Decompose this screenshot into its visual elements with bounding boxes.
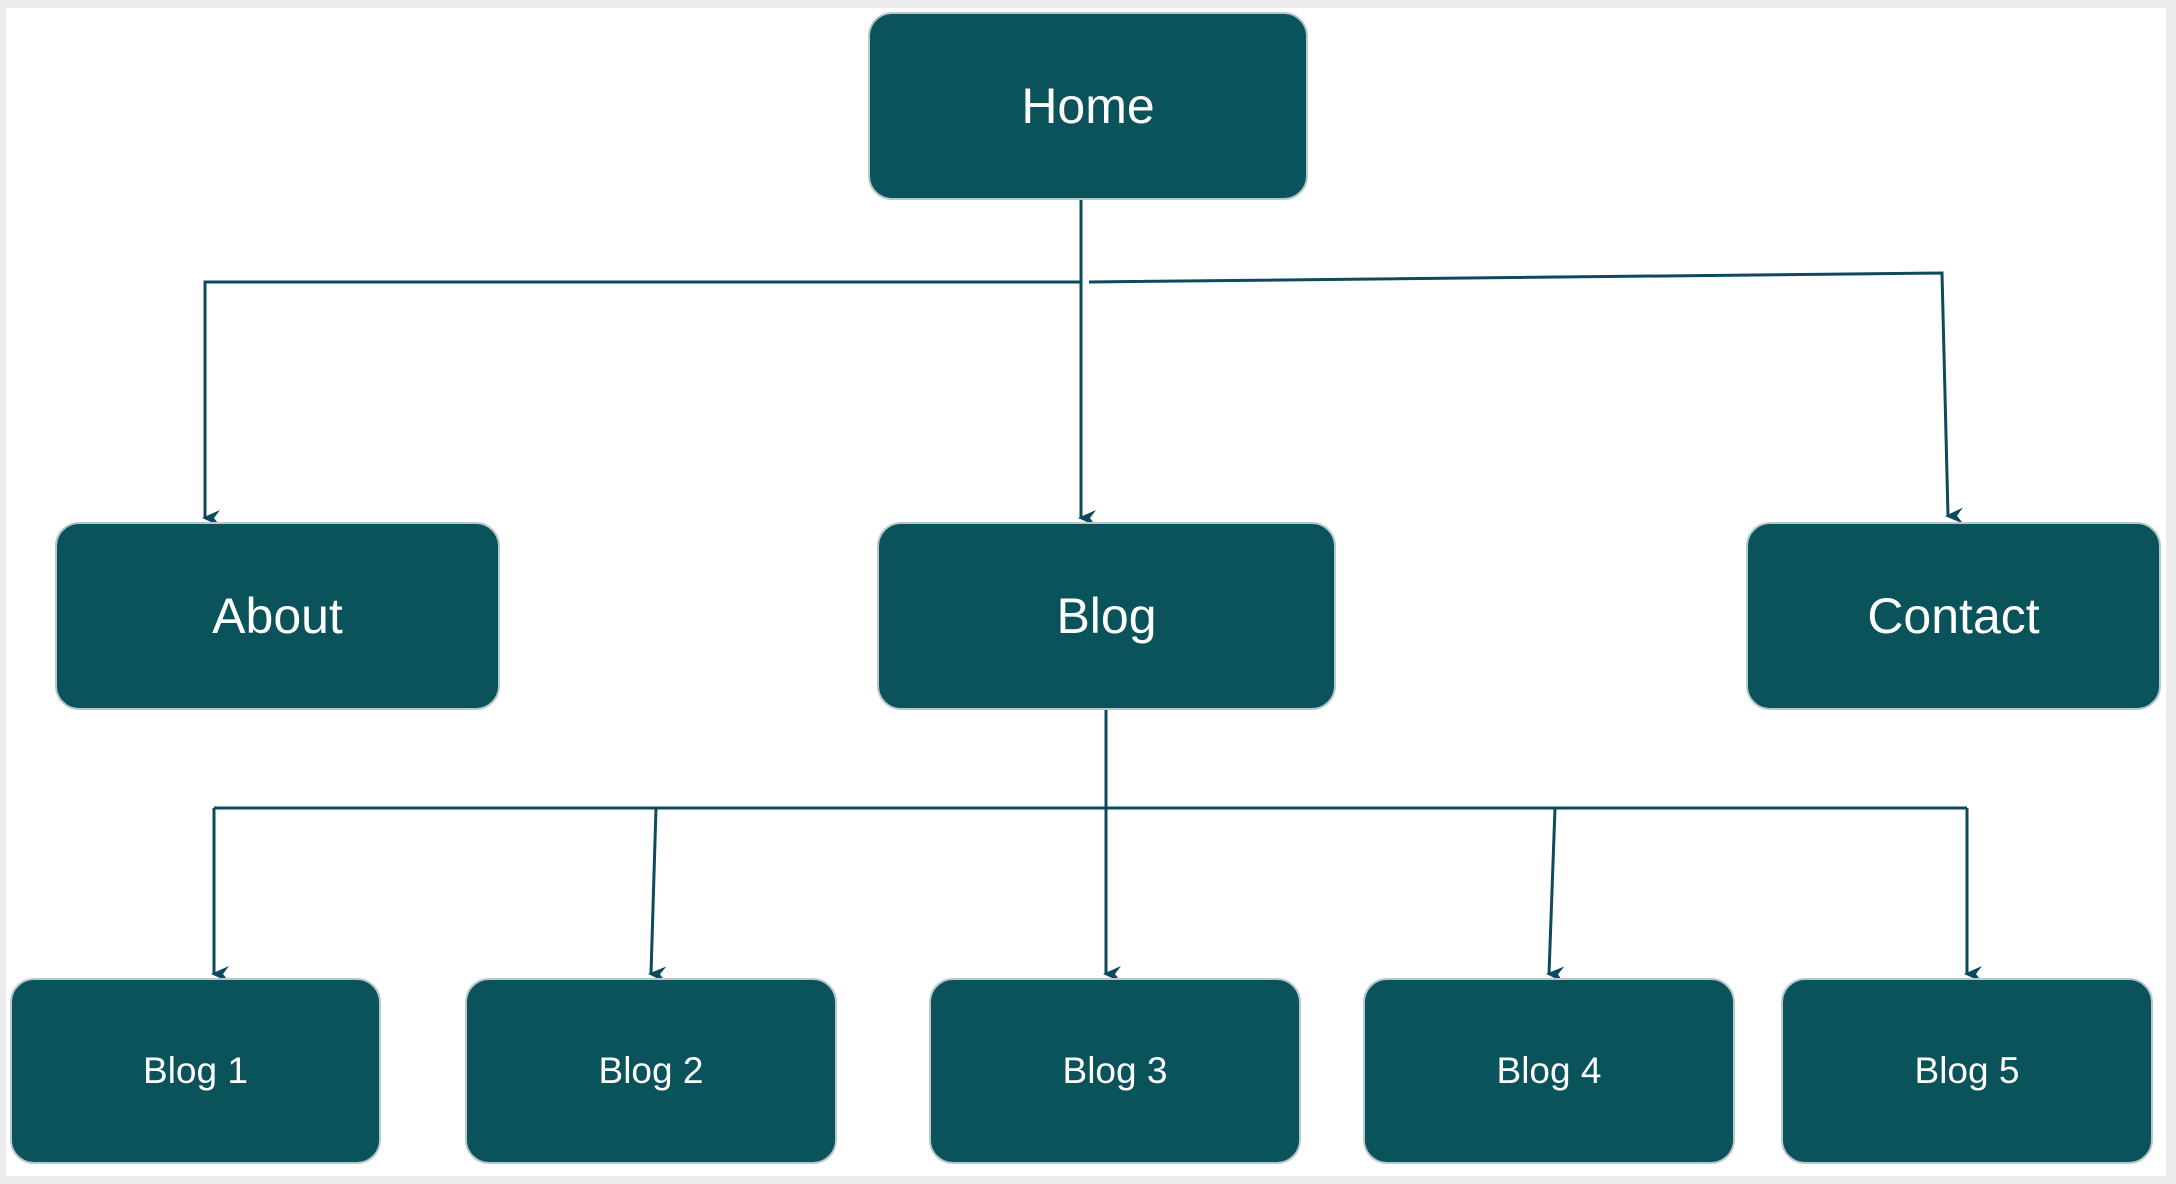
edge-home-about	[202, 200, 1083, 526]
edge-blog-blog4	[1546, 807, 1565, 983]
node-blog-2[interactable]: Blog 2	[465, 978, 837, 1164]
edge-blog-blog2	[648, 807, 667, 983]
node-blog-5[interactable]: Blog 5	[1781, 978, 2153, 1164]
node-blog-1[interactable]: Blog 1	[10, 978, 381, 1164]
node-about[interactable]: About	[55, 522, 500, 710]
node-blog-3[interactable]: Blog 3	[929, 978, 1301, 1164]
edge-home-contact	[1088, 271, 1964, 524]
node-home[interactable]: Home	[868, 12, 1308, 200]
node-blog[interactable]: Blog	[877, 522, 1336, 710]
node-contact[interactable]: Contact	[1746, 522, 2161, 710]
node-blog-4[interactable]: Blog 4	[1363, 978, 1735, 1164]
